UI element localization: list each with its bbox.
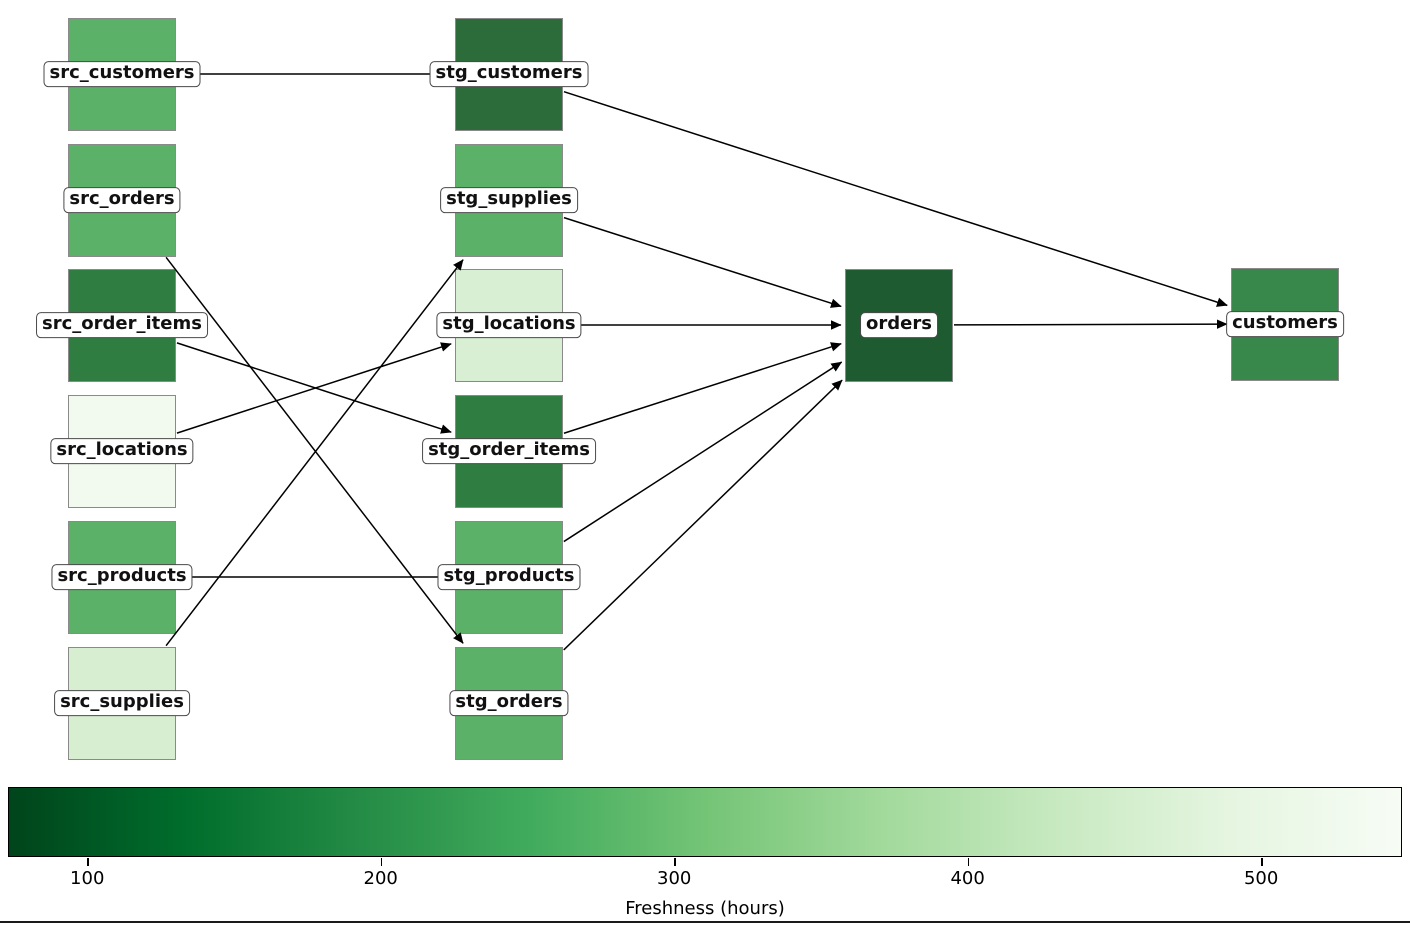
colorbar-tick-label-500: 500 xyxy=(1243,868,1279,889)
node-label-src_supplies: src_supplies xyxy=(54,690,190,716)
node-label-src_orders: src_orders xyxy=(63,187,181,213)
node-label-stg_orders: stg_orders xyxy=(449,690,569,716)
node-label-src_customers: src_customers xyxy=(43,61,201,87)
node-label-src_locations: src_locations xyxy=(50,438,194,464)
figure-bottom-border xyxy=(0,921,1410,923)
node-label-orders: orders xyxy=(860,312,938,338)
node-label-src_products: src_products xyxy=(51,564,193,590)
edge-stg_orders-to-orders xyxy=(563,379,843,651)
node-label-stg_products: stg_products xyxy=(437,564,581,590)
colorbar-tick-label-300: 300 xyxy=(656,868,692,889)
node-label-src_order_items: src_order_items xyxy=(36,312,208,338)
edge-orders-to-customers xyxy=(953,319,1228,329)
node-label-stg_order_items: stg_order_items xyxy=(422,438,596,464)
colorbar xyxy=(8,787,1402,857)
edge-src_orders-to-stg_orders xyxy=(165,256,464,644)
colorbar-tick-mark-200 xyxy=(380,858,383,866)
node-label-customers: customers xyxy=(1226,311,1344,337)
edge-src_locations-to-stg_locations xyxy=(176,342,452,434)
colorbar-tick-label-200: 200 xyxy=(363,868,398,889)
colorbar-tick-mark-400 xyxy=(967,858,970,866)
colorbar-axis-label: Freshness (hours) xyxy=(625,898,785,919)
edge-stg_products-to-orders xyxy=(563,361,843,543)
colorbar-tick-mark-300 xyxy=(674,858,676,866)
node-label-stg_supplies: stg_supplies xyxy=(440,187,578,213)
edge-stg_supplies-to-orders xyxy=(563,216,842,308)
colorbar-tick-mark-100 xyxy=(87,858,89,866)
node-label-stg_customers: stg_customers xyxy=(429,61,589,87)
edge-stg_order_items-to-orders xyxy=(563,342,842,434)
colorbar-tick-label-400: 400 xyxy=(950,868,985,889)
edge-src_supplies-to-stg_supplies xyxy=(165,259,464,647)
node-label-stg_locations: stg_locations xyxy=(436,312,582,338)
colorbar-tick-label-100: 100 xyxy=(70,868,105,889)
edge-src_order_items-to-stg_order_items xyxy=(176,342,452,434)
colorbar-tick-mark-500 xyxy=(1261,858,1263,866)
